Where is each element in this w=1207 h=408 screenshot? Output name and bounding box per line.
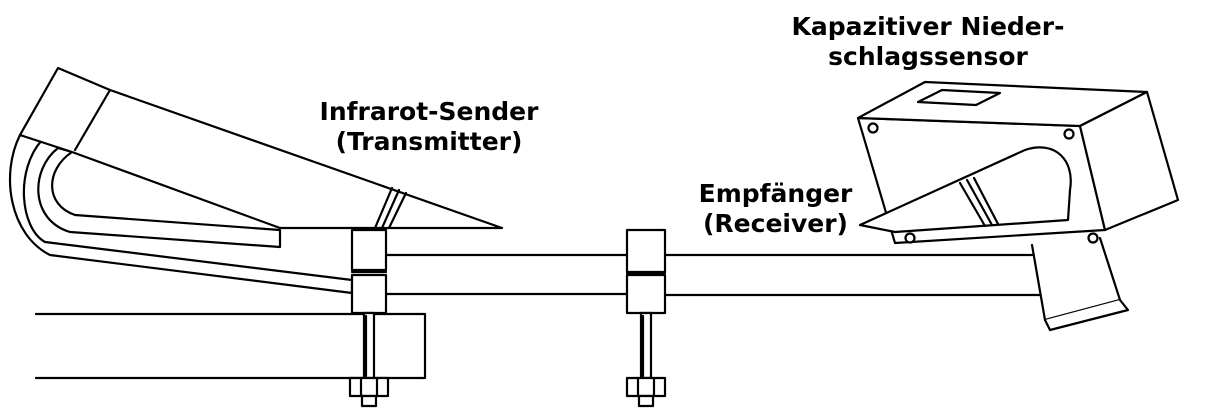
screw-icon — [1063, 128, 1075, 140]
screw-icon — [867, 122, 879, 134]
receiver-label-line1: Empfänger — [698, 179, 853, 208]
receiver-label-line2: (Receiver) — [703, 209, 848, 238]
clamp-right — [625, 228, 667, 408]
sensor-label-line1: Kapazitiver Nieder- — [791, 12, 1065, 41]
receiver-housing — [856, 80, 1180, 332]
transmitter-label: Infrarot-Sender (Transmitter) — [318, 97, 540, 157]
sensor-label-line2: schlagssensor — [828, 42, 1028, 71]
receiver-label: Empfänger (Receiver) — [688, 179, 863, 239]
transmitter-housing — [8, 66, 504, 295]
clamp-left — [348, 228, 390, 408]
mounting-rail — [383, 253, 1047, 297]
transmitter-label-line2: (Transmitter) — [335, 127, 523, 156]
transmitter-label-line1: Infrarot-Sender — [319, 97, 539, 126]
screw-icon — [904, 232, 916, 244]
sensor-label: Kapazitiver Nieder- schlagssensor — [783, 12, 1073, 72]
screw-icon — [1087, 232, 1099, 244]
crossbar-lower — [34, 312, 427, 380]
